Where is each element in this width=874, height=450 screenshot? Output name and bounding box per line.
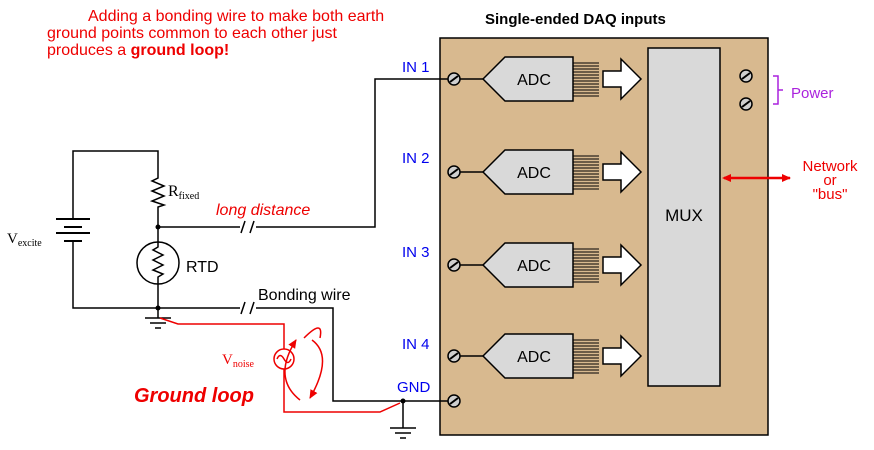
rfixed-resistor (149, 174, 167, 210)
loop-arrow-left (284, 339, 301, 401)
daq-earth-ground-icon (390, 401, 416, 439)
bonding-wire-label: Bonding wire (258, 287, 351, 304)
power-terminal-screw-2 (739, 97, 753, 111)
vexcite-battery (56, 215, 90, 244)
vexcite-label: Vexcite (7, 231, 42, 249)
caption-line-2: ground points common to each other just (47, 25, 338, 42)
gnd-label: GND (397, 379, 431, 396)
in3-terminal-screw (447, 258, 461, 272)
wire-break-marks (240, 220, 255, 315)
long-distance-label: long distance (216, 202, 310, 219)
rfixed-label: Rfixed (168, 183, 199, 202)
vnoise-source (273, 348, 295, 370)
in2-terminal-screw (447, 165, 461, 179)
in1-terminal-screw (447, 72, 461, 86)
loop-arrow-right (309, 339, 324, 399)
caption-line-3: produces a ground loop! (47, 42, 229, 59)
network-label-line-3: "bus" (813, 186, 848, 203)
rtd-sensor (136, 241, 180, 285)
adc-2-label: ADC (517, 165, 551, 182)
caption-ground-loop-emphasis: ground loop! (131, 42, 230, 59)
node-dot-signal (155, 224, 161, 230)
in3-label: IN 3 (402, 244, 430, 261)
ground-loop-label: Ground loop (134, 385, 254, 407)
in4-label: IN 4 (402, 336, 430, 353)
vnoise-label: Vnoise (222, 352, 255, 370)
ground-loop-path (159, 317, 401, 413)
network-label-line-2: or (823, 172, 836, 189)
in2-label: IN 2 (402, 150, 430, 167)
caption-line-1: Adding a bonding wire to make both earth (88, 8, 384, 25)
network-label-line-1: Network (802, 158, 858, 175)
adc-channel-1: ADC (447, 56, 642, 102)
vexcite-main: V (7, 231, 18, 247)
adc-4-label: ADC (517, 349, 551, 366)
vnoise-sub: noise (233, 359, 255, 370)
adc-1-label: ADC (517, 72, 551, 89)
caption-line-3-prefix: produces a (47, 42, 131, 59)
mux-block (647, 47, 721, 387)
rfixed-sub: fixed (179, 191, 200, 202)
in4-terminal-screw (447, 349, 461, 363)
adc-3-label: ADC (517, 258, 551, 275)
power-label: Power (791, 85, 834, 102)
adc-channel-3: ADC (447, 242, 642, 288)
daq-title: Single-ended DAQ inputs (485, 11, 666, 28)
adc-channel-4: ADC (447, 333, 642, 379)
circuit-wiring (72, 78, 448, 402)
vexcite-sub: excite (18, 238, 42, 249)
power-bracket (773, 75, 783, 105)
mux-label: MUX (665, 206, 703, 225)
sensor-earth-ground-icon (145, 317, 171, 329)
power-terminal-screw-1 (739, 69, 753, 83)
node-dot-ground (155, 305, 161, 311)
gnd-terminal-screw (447, 394, 461, 408)
vnoise-main: V (222, 352, 233, 368)
rtd-label: RTD (186, 259, 219, 276)
in1-label: IN 1 (402, 59, 430, 76)
loop-arrow-top (303, 327, 322, 339)
rfixed-main: R (168, 183, 179, 200)
adc-channel-2: ADC (447, 149, 642, 195)
